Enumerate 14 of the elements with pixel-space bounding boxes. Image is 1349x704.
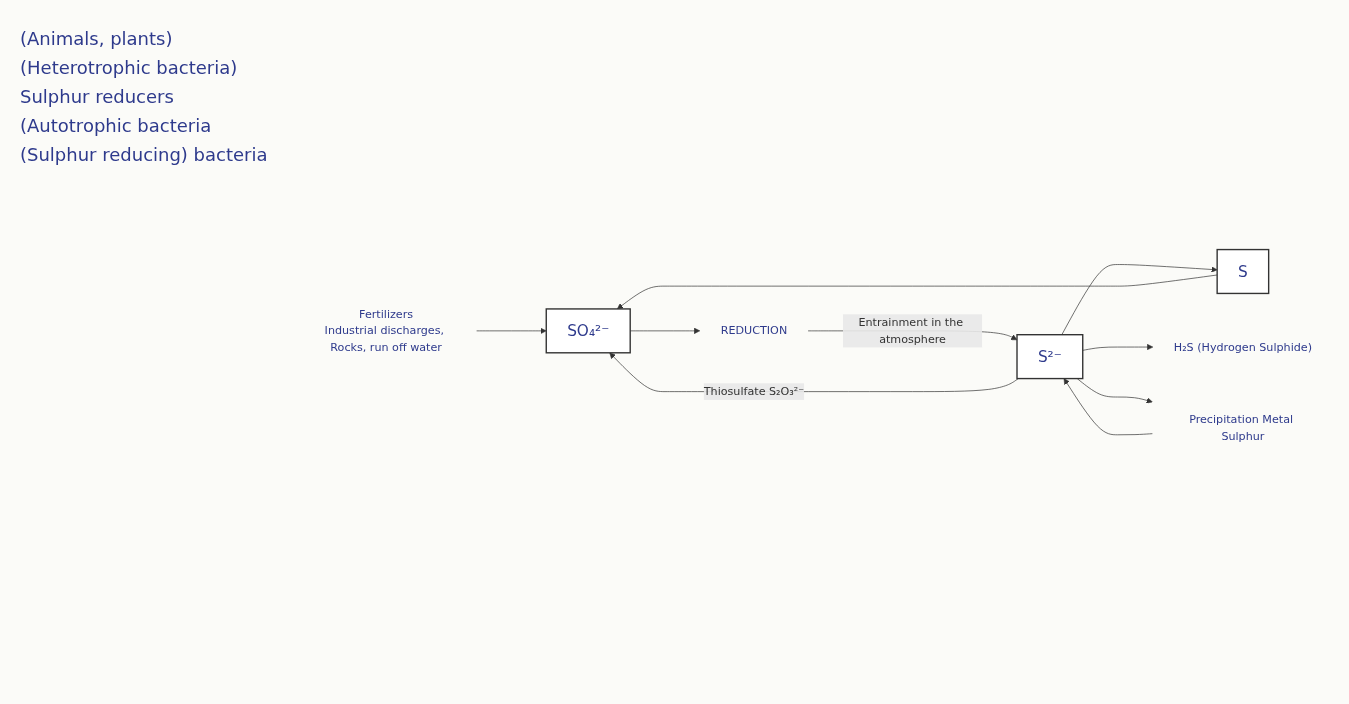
node-box: S²⁻ [1016,333,1084,379]
edge-label: Thiosulfate S₂O₃²⁻ [703,384,805,398]
note-text: (Sulphur reducing) bacteria [20,144,269,165]
note-text: (Autotrophic bacteria [20,115,213,136]
node-text: Precipitation Metal Sulphur [1189,412,1294,443]
note-text: (Animals, plants) [20,28,174,49]
node-text: REDUCTION [720,323,788,337]
note-text: (Heterotrophic bacteria) [20,57,239,78]
node-text: H₂S (Hydrogen Sulphide) [1173,339,1313,354]
node-box: SO₄²⁻ [545,307,631,354]
node-text: Fertilizers Industrial discharges, Rocks, run off water [324,306,445,354]
note-text: Sulphur reducers [20,86,175,107]
node-box: S [1216,248,1270,294]
edge-label: Entrainment in the atmosphere [858,315,964,346]
